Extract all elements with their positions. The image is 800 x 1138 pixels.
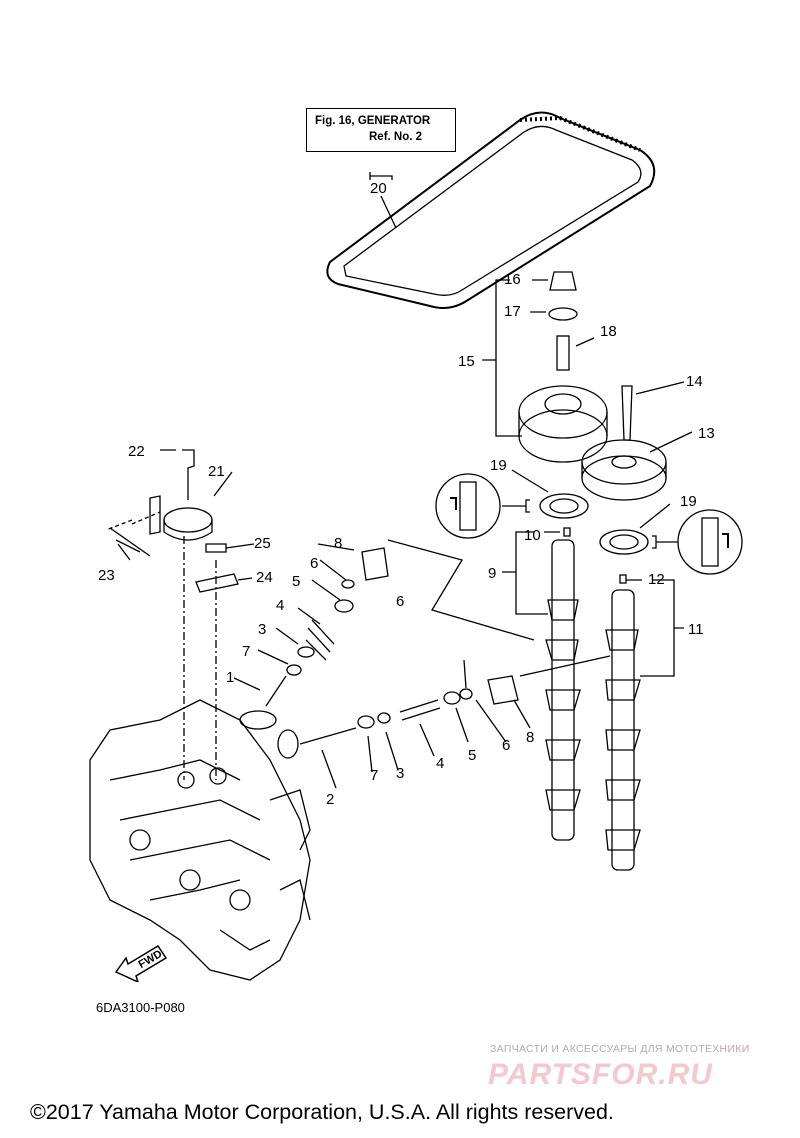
callout-6: 6 [310,555,318,572]
watermark-brand: PARTSFOR.RU [488,1058,713,1091]
callout-1: 1 [226,669,234,686]
reference-line2: Ref. No. 2 [369,131,423,143]
reference-box: Fig. 16, GENERATOR Ref. No. 2 [306,108,456,152]
callout-11: 11 [688,621,704,638]
callout-24: 24 [256,569,273,586]
reference-line1: Fig. 16, GENERATOR [315,115,431,127]
callout-13: 13 [698,425,715,442]
leaders-lower-valve [321,659,531,789]
callout-7: 7 [370,767,378,784]
callout-6: 6 [396,593,404,610]
timing-belt [326,111,656,309]
callout-16: 16 [504,271,521,288]
callout-6: 6 [502,737,510,754]
callout-5: 5 [468,747,476,764]
oil-seal-right [599,509,743,575]
fwd-arrow-icon: FWD [114,944,168,982]
callout-5: 5 [292,573,300,590]
dowel-pin-12 [619,574,627,584]
leader-9 [502,531,548,615]
callout-3: 3 [396,765,404,782]
callout-8: 8 [526,729,534,746]
callout-3: 3 [258,621,266,638]
callout-12: 12 [648,571,665,588]
leaders-19 [511,469,671,529]
callout-7: 7 [242,643,250,660]
belt-tensioner [105,449,239,780]
callout-22: 22 [128,443,145,460]
leaders-upper-valve [233,543,355,691]
leader-15 [482,279,522,437]
callout-25: 25 [254,535,271,552]
watermark-tagline: ЗАПЧАСТИ И АКСЕССУАРЫ ДЛЯ МОТОТЕХНИКИ [490,1043,750,1055]
camshaft-sprocket-assembly [518,271,667,501]
callout-9: 9 [488,565,496,582]
callout-15: 15 [458,353,475,370]
leaders-21-25 [117,449,255,581]
callout-20: 20 [370,180,387,197]
leaders-13-18 [530,279,693,453]
valve-assembly-lower [277,655,611,759]
callout-18: 18 [600,323,617,340]
callout-labels: 1233445566677889101112131415161718191920… [98,180,715,808]
leaders-10-12 [544,531,642,581]
diagram-code: 6DA3100-P080 [96,1000,185,1015]
callout-21: 21 [208,463,225,480]
dowel-pin-10 [563,527,571,537]
callout-4: 4 [276,597,284,614]
leader-20 [369,172,397,229]
copyright-notice: ©2017 Yamaha Motor Corporation, U.S.A. A… [30,1100,614,1124]
camshaft-exhaust [605,589,641,871]
callout-19: 19 [490,457,507,474]
callout-23: 23 [98,567,115,584]
callout-19: 19 [680,493,697,510]
callout-14: 14 [686,373,703,390]
leader-11 [640,579,684,677]
oil-seal-left [435,473,589,539]
camshaft-intake [545,539,581,841]
callout-2: 2 [326,791,334,808]
cylinder-head [89,699,311,981]
callout-17: 17 [504,303,521,320]
callout-10: 10 [524,527,541,544]
callout-4: 4 [436,755,444,772]
callout-8: 8 [334,535,342,552]
